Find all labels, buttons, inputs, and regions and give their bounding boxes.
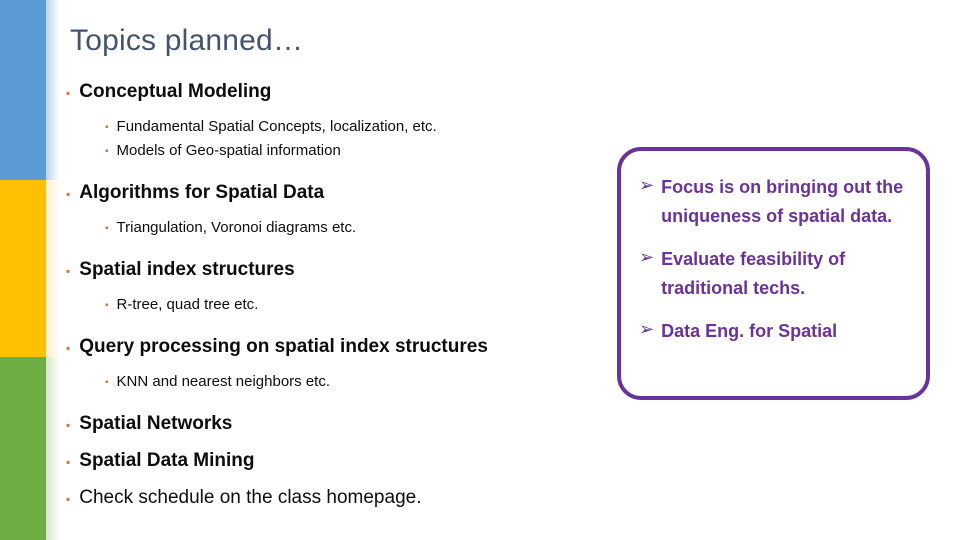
outline-list: ▪ Conceptual Modeling ▪ Fundamental Spat… [66,78,626,514]
square-bullet-icon: ▪ [66,341,71,355]
spacer [66,163,626,179]
callout-item: ➢ Evaluate feasibility of traditional te… [639,245,916,303]
list-item-label: Spatial index structures [79,259,295,280]
spacer [66,440,626,447]
list-item: ▪ R-tree, quad tree etc. [105,293,626,317]
sidebar-bar-blue [0,0,46,180]
spacer [66,108,626,115]
callout-item: ➢ Data Eng. for Spatial [639,317,916,346]
square-bullet-icon: ▪ [66,264,71,278]
page-title: Topics planned… [70,24,304,57]
list-item: ▪ Query processing on spatial index stru… [66,333,626,363]
spacer [66,394,626,410]
square-bullet-icon: ▪ [105,122,109,133]
square-bullet-icon: ▪ [66,86,71,100]
list-item-label: Algorithms for Spatial Data [79,182,325,203]
list-item-label: Models of Geo-spatial information [116,142,341,159]
spacer [66,363,626,370]
list-item: ▪ Spatial Networks [66,410,626,440]
callout-box: ➢ Focus is on bringing out the uniquenes… [617,147,930,400]
spacer [66,240,626,256]
list-item-label: Check schedule on the class homepage. [79,487,422,508]
list-item: ▪ Algorithms for Spatial Data [66,179,626,209]
list-item-label: Conceptual Modeling [79,81,272,102]
sidebar-bar-green [0,357,46,540]
square-bullet-icon: ▪ [105,377,109,388]
square-bullet-icon: ▪ [105,300,109,311]
square-bullet-icon: ▪ [66,187,71,201]
list-item: ▪ Models of Geo-spatial information [105,139,626,163]
list-item: ▪ KNN and nearest neighbors etc. [105,370,626,394]
spacer [66,477,626,484]
square-bullet-icon: ▪ [66,418,71,432]
list-item-label: Triangulation, Voronoi diagrams etc. [116,219,357,236]
list-item-label: Query processing on spatial index struct… [79,336,488,357]
square-bullet-icon: ▪ [66,455,71,469]
square-bullet-icon: ▪ [66,492,71,506]
list-item-label: KNN and nearest neighbors etc. [116,373,331,390]
list-item: ▪ Fundamental Spatial Concepts, localiza… [105,115,626,139]
list-item: ▪ Spatial Data Mining [66,447,626,477]
sidebar-bar-blue-fade [46,0,60,180]
arrow-bullet-icon: ➢ [639,175,655,195]
callout-item-label: Evaluate feasibility of traditional tech… [661,249,846,298]
list-item: ▪ Conceptual Modeling [66,78,626,108]
callout-item-label: Data Eng. for Spatial [661,321,838,341]
sidebar-color-bars [0,0,60,540]
square-bullet-icon: ▪ [105,223,109,234]
list-item-label: Fundamental Spatial Concepts, localizati… [116,118,437,135]
callout-item-label: Focus is on bringing out the uniqueness … [661,177,904,226]
sidebar-bar-green-fade [46,357,60,540]
sidebar-bar-yellow-fade [46,180,60,357]
list-item: ▪ Triangulation, Voronoi diagrams etc. [105,216,626,240]
list-item-label: Spatial Networks [79,413,233,434]
arrow-bullet-icon: ➢ [639,319,655,339]
spacer [66,317,626,333]
spacer [66,209,626,216]
list-item: ▪ Check schedule on the class homepage. [66,484,626,514]
list-item-label: Spatial Data Mining [79,450,255,471]
list-item: ▪ Spatial index structures [66,256,626,286]
arrow-bullet-icon: ➢ [639,247,655,267]
callout-list: ➢ Focus is on bringing out the uniquenes… [639,173,916,346]
spacer [66,286,626,293]
list-item-label: R-tree, quad tree etc. [116,296,259,313]
callout-item: ➢ Focus is on bringing out the uniquenes… [639,173,916,231]
square-bullet-icon: ▪ [105,146,109,157]
sidebar-bar-yellow [0,180,46,357]
